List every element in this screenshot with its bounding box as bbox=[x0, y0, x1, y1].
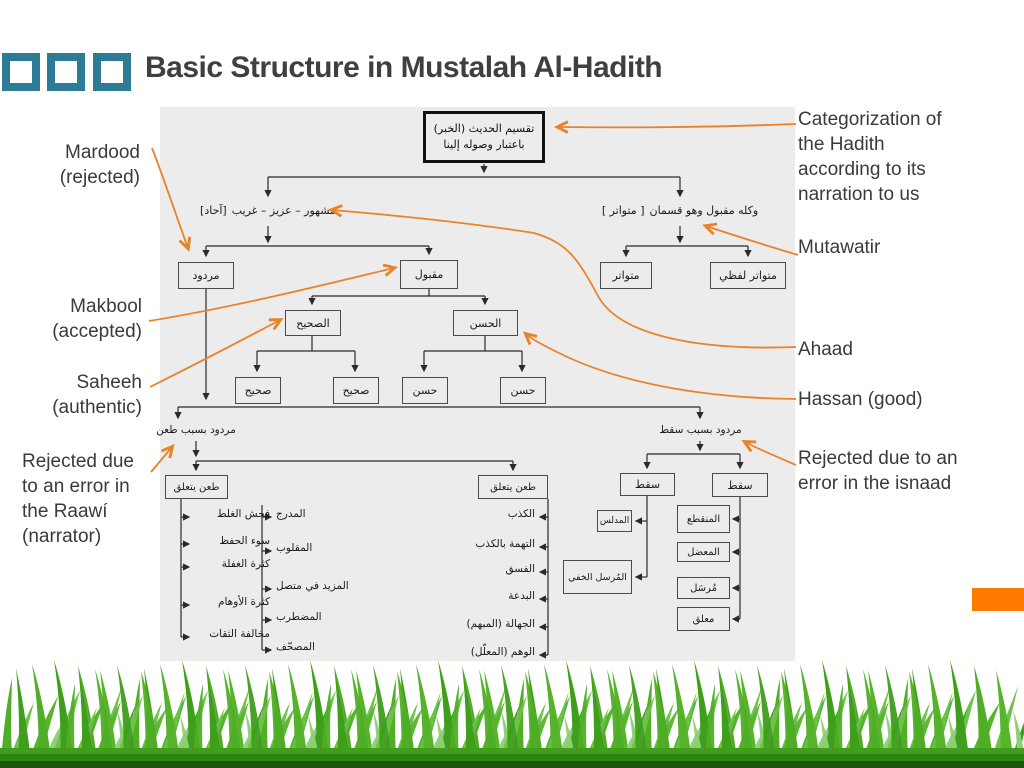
node-mudal: المعضل bbox=[677, 542, 730, 562]
node-munqati: المنقطع bbox=[677, 505, 730, 533]
list-item: كثرة الأوهام bbox=[217, 596, 270, 608]
node-mutawatir-header: [ متواتر ] وكله مقبول وهو قسمان bbox=[602, 204, 758, 217]
list-item: التهمة بالكذب bbox=[475, 538, 535, 550]
node-mursal-khafi: المُرسل الخفي bbox=[563, 560, 632, 594]
node-saqt-2: سقط bbox=[712, 473, 768, 497]
teal-square-icon bbox=[93, 53, 131, 91]
list-item: الجهالة (المبهم) bbox=[466, 618, 535, 630]
annotation-categorization: Categorization of the Hadith according t… bbox=[798, 109, 942, 206]
node-tan-header: مردود بسبب طعن bbox=[156, 424, 236, 436]
node-saqt-header: مردود بسبب سقط bbox=[659, 424, 742, 436]
node-mardood: مردود bbox=[178, 262, 234, 289]
list-item: فحش الغلط bbox=[216, 508, 270, 520]
ahaad-bracket: [آحاد] bbox=[200, 204, 227, 217]
node-hasan-2: حسن bbox=[500, 377, 546, 404]
node-saheeh-1: صحيح bbox=[235, 377, 281, 404]
list-item: الفسق bbox=[505, 563, 535, 575]
node-root-line2: باعتبار وصوله إلينا bbox=[443, 138, 525, 151]
annotation-hassan: Hassan (good) bbox=[798, 389, 923, 410]
teal-square-icon bbox=[2, 53, 40, 91]
annotation-makbool: Makbool (accepted) bbox=[52, 296, 142, 343]
list-item: سوء الحفظ bbox=[219, 535, 270, 547]
node-saheeh: الصحيح bbox=[285, 310, 341, 336]
annotation-saheeh: Saheeh (authentic) bbox=[52, 372, 142, 419]
teal-square-icon bbox=[47, 53, 85, 91]
list-item: المقلوب bbox=[276, 542, 313, 554]
node-hasan-1: حسن bbox=[402, 377, 448, 404]
ahaad-rest: مشهور – عزيز – غريب bbox=[231, 204, 336, 217]
list-item: الكذب bbox=[507, 508, 535, 520]
page-title: Basic Structure in Mustalah Al-Hadith bbox=[145, 51, 663, 84]
list-item: المصحّف bbox=[276, 641, 315, 653]
list-item: البدعة bbox=[508, 590, 535, 602]
node-mursal: مُرسَل bbox=[677, 577, 730, 599]
annotation-mardood: Mardood (rejected) bbox=[59, 142, 140, 189]
annotation-mutawatir: Mutawatir bbox=[798, 237, 881, 258]
node-saheeh-2: صحيح bbox=[333, 377, 379, 404]
grass-decoration bbox=[0, 660, 1024, 768]
slide-header: Basic Structure in Mustalah Al-Hadith bbox=[0, 0, 1024, 100]
node-root-line1: تقسيم الحديث (الخبر) bbox=[433, 121, 535, 135]
mutawatir-bracket: [ متواتر ] bbox=[601, 204, 645, 217]
node-tan-2: طعن يتعلق bbox=[478, 475, 548, 499]
node-mudallas: المدلس bbox=[597, 510, 632, 532]
node-ahaad-header: [آحاد] مشهور – عزيز – غريب bbox=[190, 204, 346, 217]
node-root: تقسيم الحديث (الخبر) باعتبار وصوله إلينا bbox=[423, 111, 545, 163]
mutawatir-rest: وكله مقبول وهو قسمان bbox=[649, 204, 759, 217]
node-tan-1: طعن يتعلق bbox=[165, 475, 228, 499]
orange-accent-bar bbox=[972, 588, 1024, 611]
annotation-ahaad: Ahaad bbox=[798, 339, 853, 360]
list-item: مخالفة الثقات bbox=[209, 628, 270, 640]
node-hasan: الحسن bbox=[453, 310, 518, 336]
node-maqbool: مقبول bbox=[400, 260, 458, 289]
list-item: المدرج bbox=[276, 508, 306, 520]
node-saqt-1: سقط bbox=[620, 473, 675, 496]
list-item: كثرة الغفلة bbox=[221, 558, 270, 570]
list-item: المزيد في متصل bbox=[276, 580, 349, 592]
annotation-raawi: Rejected due to an error in the Raawí (n… bbox=[22, 451, 134, 548]
node-muallaq: معلق bbox=[677, 607, 730, 631]
node-mutawatir-lafzi: متواتر لفظي bbox=[710, 262, 786, 289]
list-item: المضطرب bbox=[276, 611, 322, 623]
node-mutawatir: متواتر bbox=[600, 262, 652, 289]
annotation-isnaad: Rejected due to an error in the isnaad bbox=[798, 448, 958, 495]
list-item: الوهم (المعلّل) bbox=[470, 646, 535, 658]
